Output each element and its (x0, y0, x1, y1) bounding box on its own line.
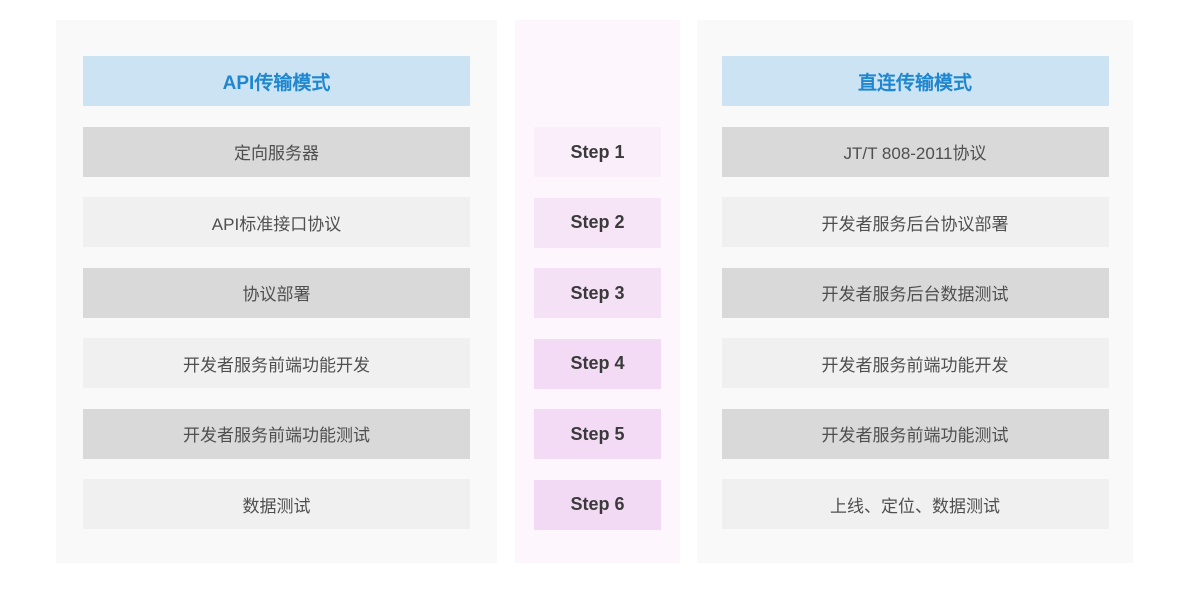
step-box-3: Step 3 (534, 268, 661, 318)
api-row-6: 数据测试 (83, 479, 470, 529)
step-box-2: Step 2 (534, 197, 661, 248)
direct-row-2: 开发者服务后台协议部署 (721, 197, 1109, 247)
direct-row-6: 上线、定位、数据测试 (721, 479, 1109, 529)
api-mode-header: API传输模式 (83, 56, 470, 106)
api-row-5: 开发者服务前端功能测试 (83, 408, 470, 459)
direct-row-4: 开发者服务前端功能开发 (721, 338, 1109, 388)
direct-mode-header: 直连传输模式 (721, 56, 1109, 106)
direct-mode-panel: 直连传输模式 JT/T 808-2011协议 开发者服务后台协议部署 开发者服务… (697, 20, 1133, 563)
step-box-6: Step 6 (534, 479, 661, 530)
api-row-4: 开发者服务前端功能开发 (83, 338, 470, 388)
direct-row-1: JT/T 808-2011协议 (721, 126, 1109, 177)
step-box-1: Step 1 (534, 127, 661, 177)
direct-row-5: 开发者服务前端功能测试 (721, 408, 1109, 459)
steps-panel: Step 1 Step 2 Step 3 Step 4 Step 5 Step … (515, 20, 680, 563)
step-box-5: Step 5 (534, 409, 661, 459)
direct-row-3: 开发者服务后台数据测试 (721, 267, 1109, 318)
step-box-4: Step 4 (534, 338, 661, 389)
api-row-3: 协议部署 (83, 267, 470, 318)
api-row-2: API标准接口协议 (83, 197, 470, 247)
api-row-1: 定向服务器 (83, 126, 470, 177)
api-mode-panel: API传输模式 定向服务器 API标准接口协议 协议部署 开发者服务前端功能开发… (56, 20, 497, 563)
